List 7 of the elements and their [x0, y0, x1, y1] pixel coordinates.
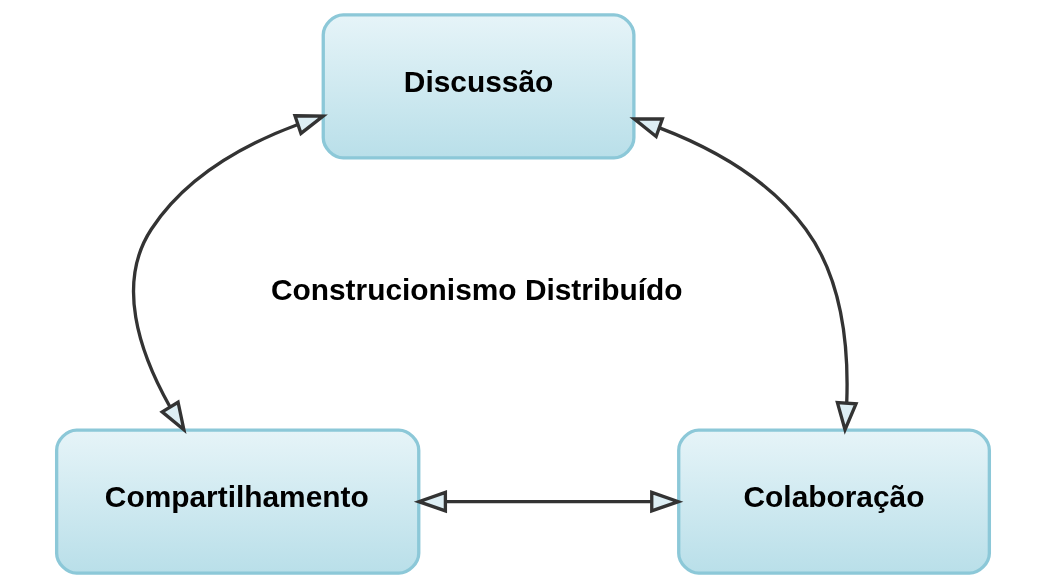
arrow — [628, 117, 858, 435]
node-box: Compartilhamento — [54, 428, 420, 575]
arrow — [413, 490, 683, 514]
arrow — [131, 114, 328, 435]
node-box: Colaboração — [676, 428, 991, 575]
node-box: Discussão — [321, 13, 636, 160]
label: Construcionismo Distribuído — [270, 272, 683, 306]
